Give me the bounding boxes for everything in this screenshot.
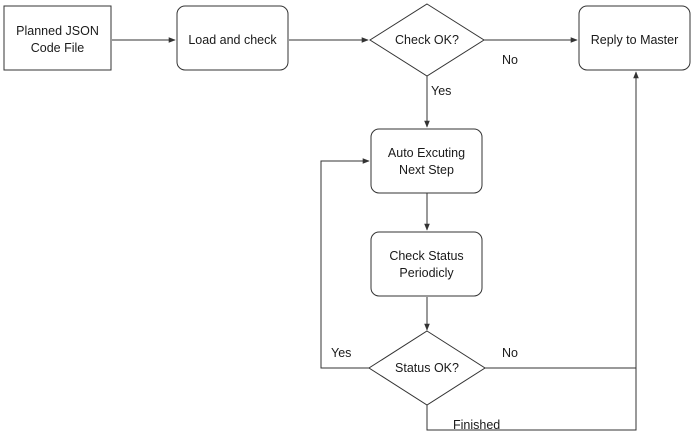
edge-finished-to-reply [426,71,639,431]
node-auto-exec: Auto Excuting Next Step [370,128,483,194]
node-check-ok-label: Check OK? [395,33,459,47]
node-planned-json: Planned JSON Code File [3,5,112,71]
node-check-ok: Check OK? [369,3,485,77]
node-planned-json-line2: Code File [31,41,85,55]
edge-label-finished: Finished [453,418,500,432]
node-planned-json-line1: Planned JSON [16,24,99,38]
node-load-check: Load and check [176,5,289,71]
node-auto-exec-line2: Next Step [399,163,454,177]
edge-label-check-yes: Yes [431,84,451,98]
node-load-check-label: Load and check [188,33,277,47]
node-reply-master-label: Reply to Master [591,33,679,47]
node-status-ok: Status OK? [368,330,486,406]
node-auto-exec-line1: Auto Excuting [388,146,465,160]
node-check-status-line1: Check Status [389,249,463,263]
edge-label-status-no: No [502,346,518,360]
edge-label-check-no: No [502,53,518,67]
node-check-status-line2: Periodicly [399,266,454,280]
edge-label-status-yes: Yes [331,346,351,360]
edge-status-yes-loop [320,158,370,369]
node-check-status: Check Status Periodicly [370,231,483,297]
node-reply-master: Reply to Master [578,5,691,71]
node-status-ok-label: Status OK? [395,361,459,375]
